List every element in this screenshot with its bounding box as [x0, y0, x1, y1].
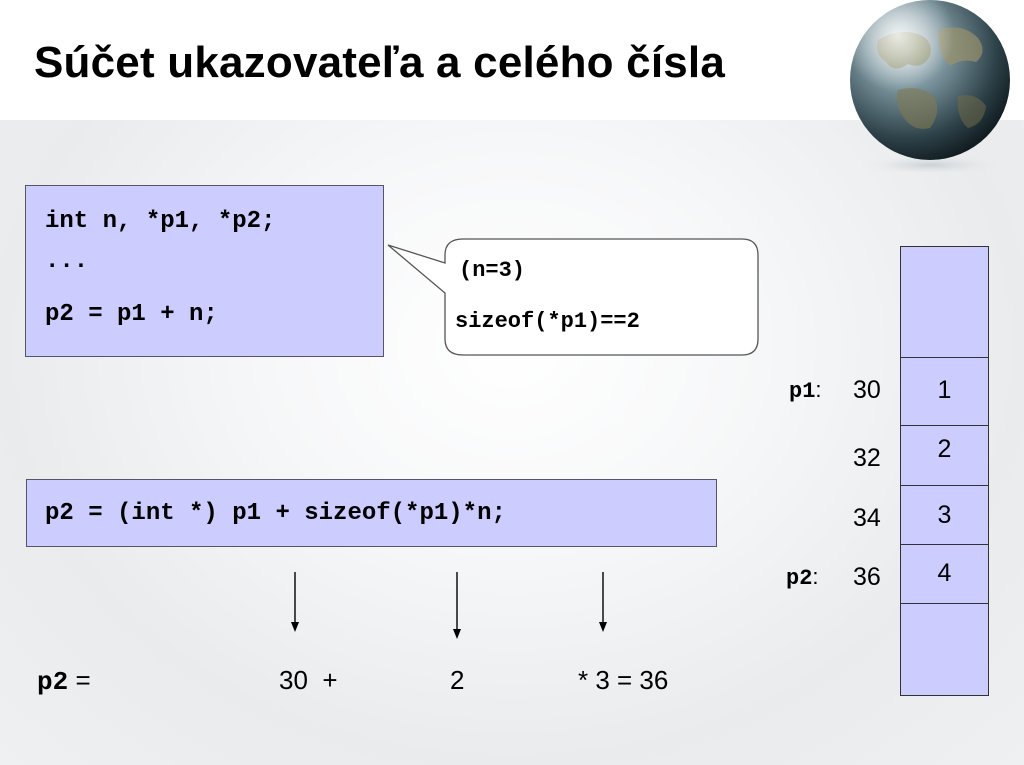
callout-bubble: (n=3) sizeof(*p1)==2: [380, 235, 762, 360]
slide-title: Súčet ukazovateľa a celého čísla: [34, 38, 726, 87]
pointer-label-p1: p1:: [789, 377, 822, 404]
code-line: p2 = (int *) p1 + sizeof(*p1)*n;: [45, 500, 506, 527]
pointer-colon: :: [812, 564, 819, 589]
memory-address: 30: [853, 376, 881, 404]
code-box-declarations: int n, *p1, *p2; ... p2 = p1 + n;: [25, 185, 384, 357]
down-arrow-icon: [599, 572, 607, 632]
callout-shape: [387, 238, 759, 356]
memory-address: 36: [853, 563, 881, 591]
memory-value: 2: [937, 435, 952, 463]
down-arrow-icon: [291, 572, 299, 632]
memory-address: 32: [853, 444, 881, 472]
memory-address: 34: [853, 504, 881, 532]
code-box-expanded: p2 = (int *) p1 + sizeof(*p1)*n;: [26, 479, 717, 547]
pointer-colon: :: [815, 377, 822, 402]
callout-text-n: (n=3): [459, 258, 526, 283]
callout-text-sizeof: sizeof(*p1)==2: [455, 309, 640, 334]
memory-cell: [900, 544, 989, 604]
result-var: p2: [37, 667, 69, 697]
result-lhs: p2 =: [37, 665, 91, 697]
result-term-address: 30 +: [279, 665, 338, 695]
result-term-product: * 3 = 36: [578, 665, 669, 695]
memory-value: 4: [937, 559, 952, 587]
memory-value: 1: [937, 376, 952, 404]
globe-icon: [850, 0, 1010, 172]
memory-diagram: 1 2 3 4: [900, 246, 989, 696]
memory-cell-empty: [900, 603, 989, 696]
code-line: ...: [45, 248, 89, 275]
code-line: p2 = p1 + n;: [45, 301, 218, 328]
pointer-label-p2: p2:: [786, 564, 819, 591]
code-line: int n, *p1, *p2;: [45, 208, 276, 235]
down-arrow-icon: [453, 572, 461, 639]
result-equals: =: [68, 665, 91, 695]
result-term-size: 2: [450, 665, 465, 695]
pointer-name: p2: [786, 566, 813, 591]
pointer-name: p1: [789, 379, 816, 404]
memory-value: 3: [937, 501, 952, 529]
